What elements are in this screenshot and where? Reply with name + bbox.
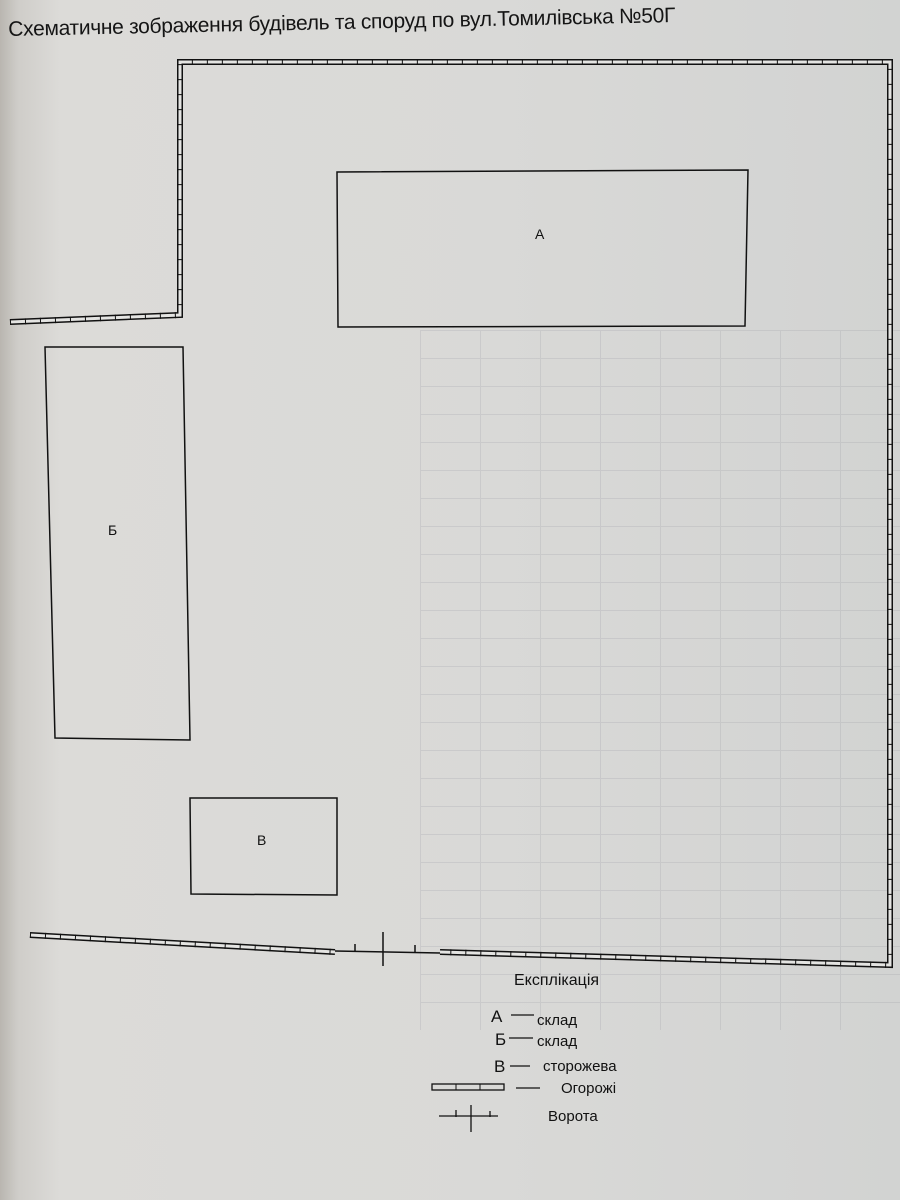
building-v-label: В (257, 832, 267, 848)
legend-gate-symbol (439, 1105, 498, 1132)
building-a (336, 169, 749, 328)
gate-symbol-plan (334, 932, 441, 966)
legend-key-a: А (491, 1007, 503, 1026)
legend-fence-symbol (431, 1083, 540, 1091)
fence-segment (29, 933, 336, 954)
legend-key-v: В (494, 1057, 506, 1076)
building-a-label: А (535, 226, 545, 242)
legend-heading: Експлікація (514, 972, 600, 989)
legend-key-b: Б (495, 1030, 507, 1049)
fence-segment (9, 60, 892, 967)
building-v (189, 797, 338, 896)
legend-text-a: склад (537, 1012, 578, 1029)
legend-text-v: сторожева (543, 1058, 617, 1075)
building-b-label: Б (108, 522, 118, 538)
fence (9, 59, 893, 969)
building-b (44, 346, 191, 741)
legend-text-fence: Огорожі (561, 1080, 617, 1097)
legend-dashes (509, 1014, 534, 1067)
fence-segment (9, 59, 893, 969)
fence-segment (9, 59, 893, 969)
background-grid (420, 330, 900, 1030)
legend-text-b: склад (537, 1033, 578, 1050)
legend-text-gate: Ворота (548, 1108, 598, 1125)
